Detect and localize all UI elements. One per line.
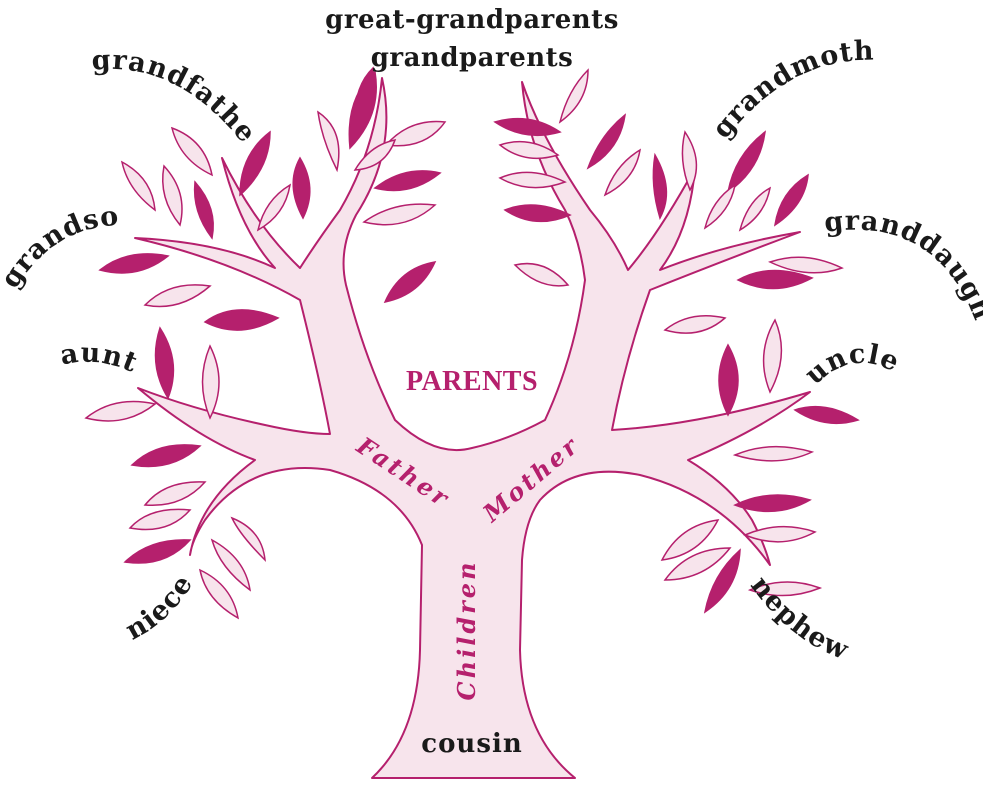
leaf <box>203 346 220 418</box>
leaf <box>163 166 182 225</box>
leaf <box>156 328 174 398</box>
grandparents-label: grandparents <box>371 43 574 73</box>
grandson-label: grandson <box>0 0 120 294</box>
leaf <box>705 185 735 228</box>
aunt-label: aunt <box>58 337 142 379</box>
leaf <box>364 204 435 225</box>
leaf <box>728 132 765 192</box>
uncle-label: uncle <box>799 338 904 390</box>
leaf <box>145 482 205 505</box>
leaf <box>195 182 214 238</box>
leaf <box>122 162 155 210</box>
leaf <box>200 570 238 618</box>
leaf <box>130 509 190 529</box>
leaf <box>495 119 560 136</box>
leaf <box>682 132 696 190</box>
great-grandparents-label: great-grandparents <box>325 5 619 35</box>
leaf <box>738 270 812 288</box>
leaf <box>232 518 265 560</box>
leaf <box>775 175 808 225</box>
leaf <box>588 115 625 168</box>
leaf <box>505 205 570 221</box>
leaf <box>375 171 440 191</box>
leaf <box>293 158 310 218</box>
leaf <box>605 150 640 195</box>
leaf <box>653 155 666 218</box>
leaf <box>515 264 568 286</box>
leaf <box>740 188 770 230</box>
leaf <box>100 254 168 273</box>
leaf <box>145 285 210 307</box>
leaf <box>205 310 278 330</box>
leaf <box>132 445 200 467</box>
parents-label: PARENTS <box>406 366 538 397</box>
leaf <box>735 447 812 461</box>
leaf <box>665 316 725 333</box>
leaf <box>125 540 190 563</box>
leaf <box>385 262 435 302</box>
niece-label: niece <box>120 569 199 646</box>
cousin-label: cousin <box>421 729 523 759</box>
leaf <box>86 401 155 420</box>
leaf <box>560 70 588 122</box>
leaf <box>795 407 858 424</box>
children-label: Children <box>452 560 481 701</box>
leaf <box>719 345 738 415</box>
leaf <box>318 112 339 170</box>
leaf <box>735 495 810 511</box>
leaf <box>258 185 290 230</box>
leaf <box>764 320 782 392</box>
leaf <box>172 128 212 175</box>
